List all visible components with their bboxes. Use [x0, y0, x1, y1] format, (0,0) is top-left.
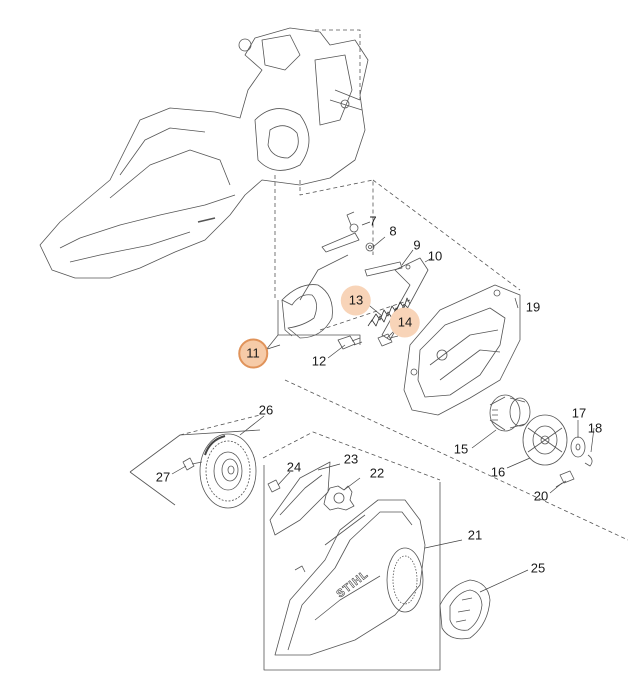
part-label-12[interactable]: 12	[311, 353, 327, 369]
part-label-19[interactable]: 19	[525, 299, 541, 315]
screws	[337, 333, 399, 350]
sprocket	[489, 394, 531, 432]
part-label-21[interactable]: 21	[467, 527, 483, 543]
part-label-7[interactable]: 7	[369, 213, 377, 229]
part-label-10[interactable]: 10	[427, 248, 443, 264]
gear-disc	[199, 433, 257, 509]
clutch-drum	[522, 414, 568, 466]
bracket-lines	[129, 300, 441, 671]
part-label-9[interactable]: 9	[413, 237, 421, 253]
part-label-8[interactable]: 8	[389, 223, 397, 239]
part-label-16[interactable]: 16	[490, 464, 506, 480]
cover-plate	[403, 284, 521, 416]
part-label-24[interactable]: 24	[286, 459, 302, 475]
part-label-22[interactable]: 22	[369, 465, 385, 481]
part-label-15[interactable]: 15	[453, 441, 469, 457]
cap	[439, 579, 491, 640]
guide-lines	[179, 29, 628, 541]
part-label-13-highlighted[interactable]: 13	[348, 292, 364, 308]
part-label-14-highlighted[interactable]: 14	[397, 314, 413, 330]
part-label-26[interactable]: 26	[258, 402, 274, 418]
saw-housing	[39, 27, 369, 279]
part-label-20[interactable]: 20	[533, 488, 549, 504]
leader-lines	[171, 221, 595, 593]
part-label-23[interactable]: 23	[343, 451, 359, 467]
part-label-27[interactable]: 27	[155, 469, 171, 485]
part-label-17[interactable]: 17	[571, 405, 587, 421]
brake-band	[281, 254, 349, 339]
knob	[323, 485, 355, 511]
screw-27	[182, 457, 203, 471]
part-label-18[interactable]: 18	[587, 420, 603, 436]
part-label-11-highlighted[interactable]: 11	[246, 345, 260, 361]
screw-20	[555, 470, 575, 488]
part-label-25[interactable]: 25	[530, 560, 546, 576]
washer-clip	[570, 436, 593, 467]
sprocket-cover	[274, 499, 426, 656]
